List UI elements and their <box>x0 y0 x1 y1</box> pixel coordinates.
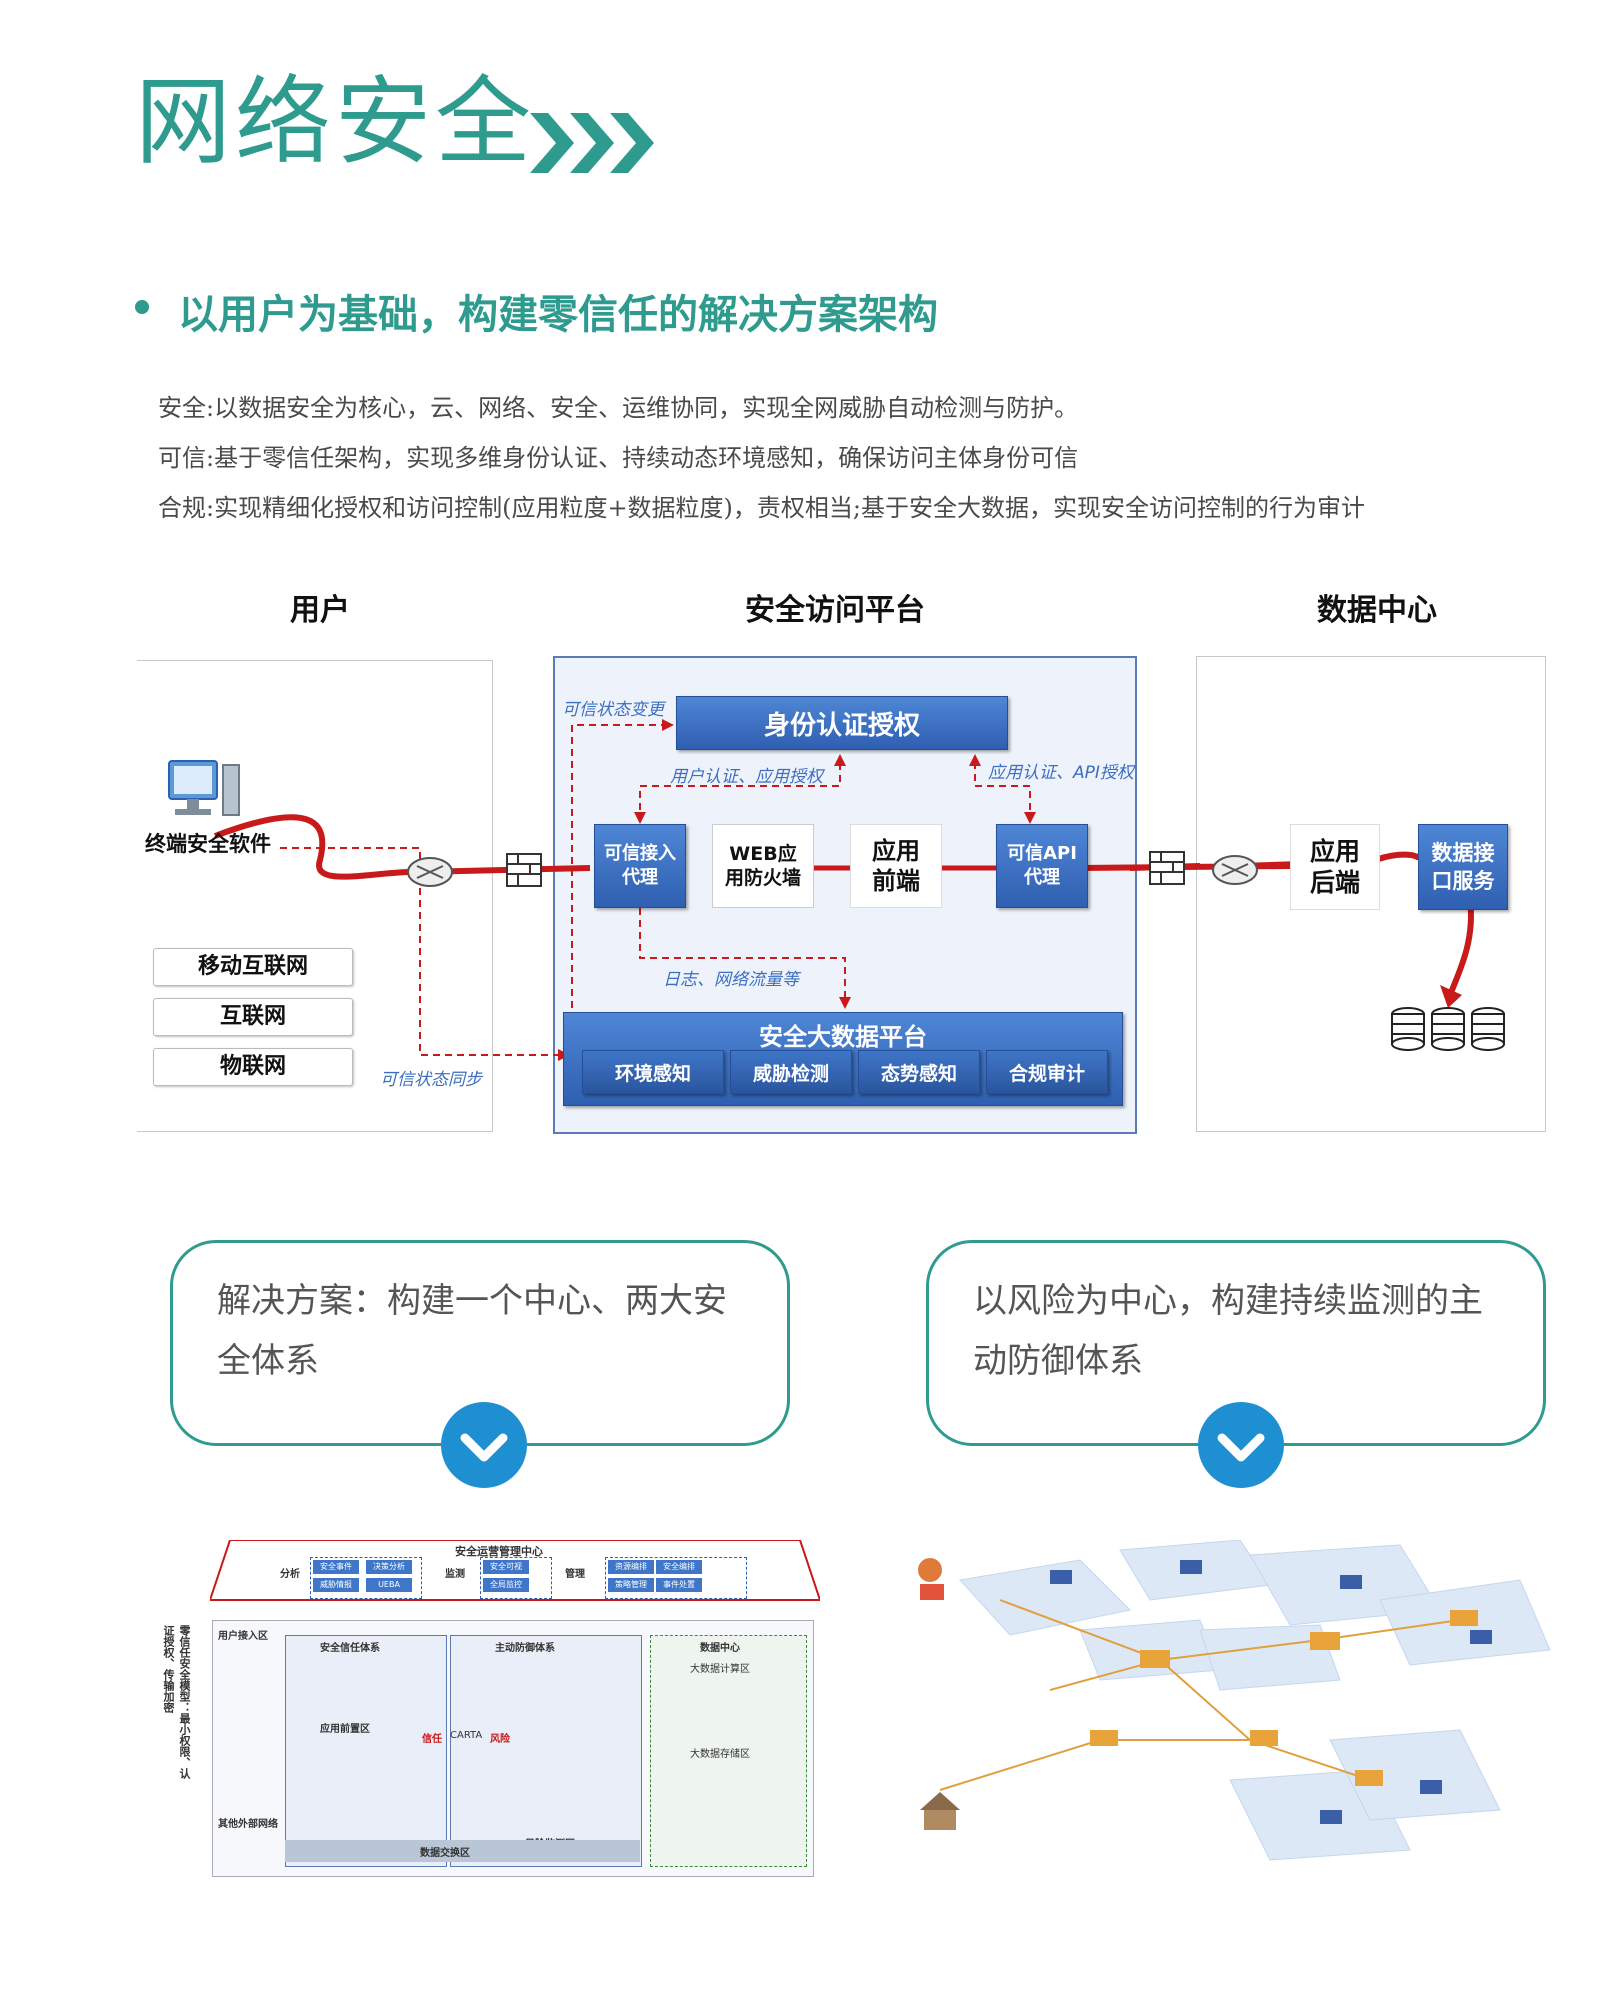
proxy-box: 可信接入代理 <box>594 824 686 908</box>
zone-trust-system: 安全信任体系 <box>320 1643 380 1654</box>
active-defense-zone <box>450 1635 642 1867</box>
ops-item: UEBA <box>366 1578 412 1592</box>
bigdata-title: 安全大数据平台 <box>759 1023 927 1051</box>
paragraph-security: 安全:以数据安全为核心，云、网络、安全、运维协同，实现全网威胁自动检测与防护。 <box>158 394 1079 422</box>
chevron-down-icon <box>1198 1402 1284 1488</box>
group-manage: 管理 <box>565 1569 585 1580</box>
zone-data-center: 数据中心 <box>700 1643 740 1654</box>
ops-item: 事件处置 <box>656 1578 702 1592</box>
ops-item: 资源编排 <box>608 1560 654 1574</box>
column-header-datacenter: 数据中心 <box>1317 593 1437 628</box>
frontend-label: 应用前端 <box>872 837 920 895</box>
data-center-zone <box>650 1635 807 1867</box>
zone-big-data-calc: 大数据计算区 <box>690 1664 750 1675</box>
column-header-user: 用户 <box>290 593 350 628</box>
annotation-state-change: 可信状态变更 <box>562 700 664 720</box>
firewall-icon <box>506 853 542 887</box>
zone-exchange: 数据交换区 <box>420 1848 470 1859</box>
ops-item: 决策分析 <box>366 1560 412 1574</box>
zone-trust: 信任 <box>422 1734 442 1745</box>
page-title: 网络安全 <box>135 66 535 178</box>
router-icon <box>407 857 453 887</box>
paragraph-compliance: 合规:实现精细化授权和访问控制(应用粒度+数据粒度)，责权相当;基于安全大数据，… <box>158 494 1366 522</box>
network-internet: 互联网 <box>153 998 353 1036</box>
database-icon <box>1391 1007 1505 1051</box>
zone-user-access: 用户接入区 <box>218 1631 268 1642</box>
bullet-icon <box>135 300 149 314</box>
network-mobile-internet: 移动互联网 <box>153 948 353 986</box>
network-topology-figure <box>918 1540 1551 1861</box>
auth-box: 身份认证授权 <box>676 696 1008 750</box>
api-proxy-label: 可信API代理 <box>1007 843 1077 888</box>
annotation-app-auth: 应用认证、API授权 <box>988 763 1134 783</box>
section-subtitle: 以用户为基础，构建零信任的解决方案架构 <box>178 292 938 338</box>
ops-item: 安全可视 <box>483 1560 529 1574</box>
data-service-label: 数据接口服务 <box>1431 841 1495 893</box>
bigdata-item-situation: 态势感知 <box>858 1050 980 1094</box>
monitor-items <box>480 1557 552 1599</box>
chevrons-icon <box>530 113 654 173</box>
zone-active-defense: 主动防御体系 <box>495 1643 555 1654</box>
data-service-box: 数据接口服务 <box>1418 824 1508 910</box>
firewall-icon <box>1149 851 1185 885</box>
group-analysis: 分析 <box>280 1569 300 1580</box>
defense-card-text: 以风险为中心，构建持续监测的主动防御体系 <box>973 1281 1483 1381</box>
manage-items <box>605 1557 747 1599</box>
architecture-figure: 安全运营管理中心 分析 监测 管理 零信任安全模型：最小权限、认证授权、传输加密… <box>160 1535 820 1880</box>
ops-item: 威胁情报 <box>313 1578 359 1592</box>
annotation-user-auth: 用户认证、应用授权 <box>670 767 823 787</box>
bigdata-item-threat: 威胁检测 <box>730 1050 852 1094</box>
frontend-box: 应用前端 <box>850 824 942 908</box>
bigdata-item-environment: 环境感知 <box>582 1050 724 1094</box>
backend-label: 应用后端 <box>1309 837 1360 897</box>
bigdata-item-audit: 合规审计 <box>986 1050 1108 1094</box>
ops-center-title: 安全运营管理中心 <box>455 1545 543 1558</box>
ops-item: 安全编排 <box>656 1560 702 1574</box>
group-monitor: 监测 <box>445 1569 465 1580</box>
analysis-items <box>310 1557 422 1599</box>
zone-other-net: 其他外部网络 <box>218 1819 278 1830</box>
exchange-zone <box>285 1840 640 1862</box>
proxy-label: 可信接入代理 <box>604 843 676 888</box>
column-header-platform: 安全访问平台 <box>745 593 925 628</box>
zone-risk: 风险 <box>490 1734 510 1745</box>
backend-box: 应用后端 <box>1290 824 1380 910</box>
api-proxy-box: 可信API代理 <box>996 824 1088 908</box>
router-icon <box>1212 855 1258 885</box>
annotation-logs: 日志、网络流量等 <box>663 970 799 990</box>
trust-system-zone <box>285 1635 447 1867</box>
endpoint-software-label: 终端安全软件 <box>145 832 271 856</box>
zone-big-data-store: 大数据存储区 <box>690 1749 750 1760</box>
waf-box: WEB应用防火墙 <box>712 824 814 908</box>
network-iot: 物联网 <box>153 1048 353 1086</box>
zero-trust-side-text: 零信任安全模型：最小权限、认证授权、传输加密 <box>162 1625 191 1779</box>
annotation-state-sync: 可信状态同步 <box>380 1070 482 1090</box>
computer-icon <box>168 760 240 816</box>
ops-item: 策略管理 <box>608 1578 654 1592</box>
ops-item: 安全事件 <box>313 1560 359 1574</box>
solution-card-text: 解决方案：构建一个中心、两大安全体系 <box>217 1281 727 1381</box>
waf-label: WEB应用防火墙 <box>724 843 801 889</box>
side-panel: 零信任安全模型：最小权限、认证授权、传输加密 <box>160 1625 202 1865</box>
chevron-down-icon <box>441 1402 527 1488</box>
paragraph-trust: 可信:基于零信任架构，实现多维身份认证、持续动态环境感知，确保访问主体身份可信 <box>158 444 1079 472</box>
zone-app-front: 应用前置区 <box>320 1724 370 1735</box>
zone-carta: CARTA <box>450 1730 483 1741</box>
ops-item: 全局监控 <box>483 1578 529 1592</box>
